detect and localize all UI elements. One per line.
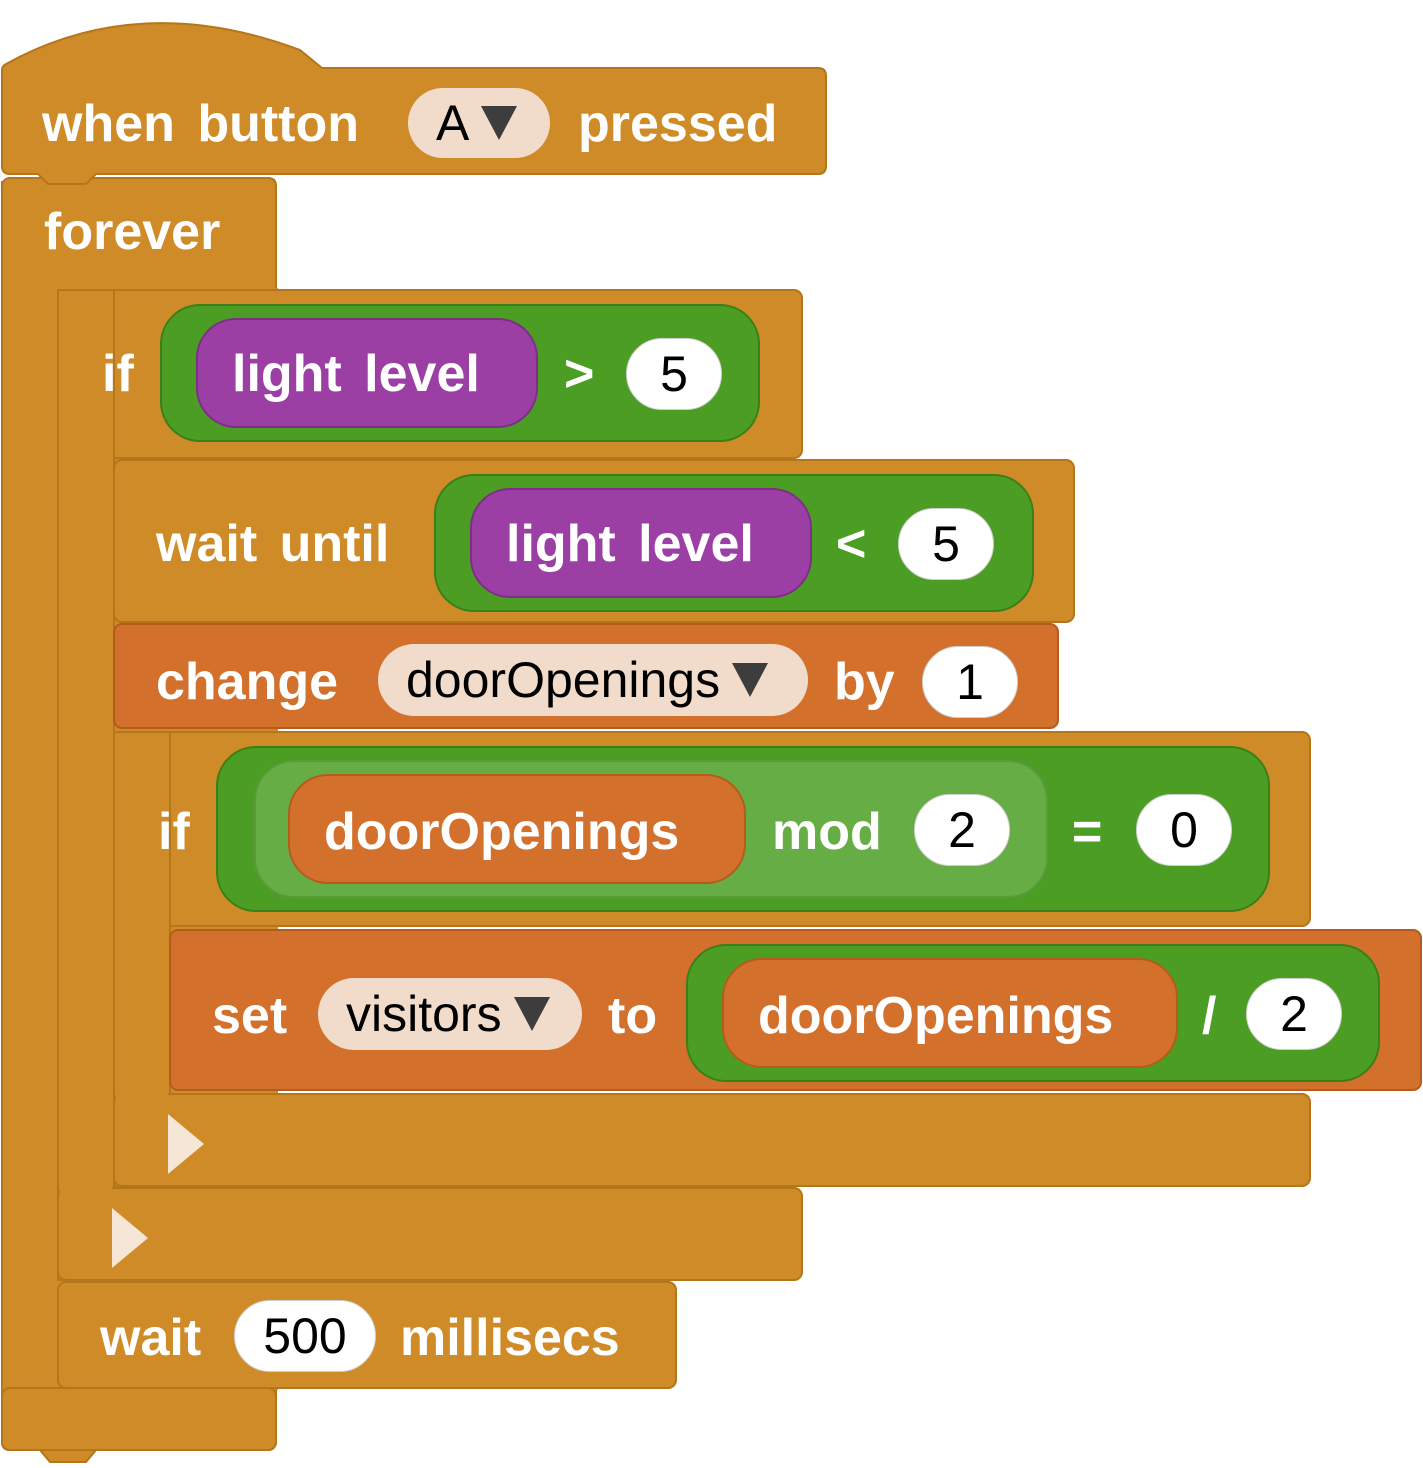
set-operator: / [1202,987,1217,1045]
wait-value-input[interactable]: 500 [234,1300,376,1372]
wait-until-value-input[interactable]: 5 [898,508,994,580]
change-by-label: by [834,653,895,711]
if2-mod-label: mod [772,803,882,861]
set-to-label: to [608,987,658,1045]
button-dropdown-value: A [436,95,470,151]
set-value-input[interactable]: 2 [1246,978,1342,1050]
collapse-arrow-icon[interactable] [112,1208,148,1268]
if2-label: if [158,803,190,861]
dropdown-arrow-icon [732,663,769,697]
if2-operator: = [1072,803,1103,861]
if2-mod-value-input[interactable]: 2 [914,794,1010,866]
change-label: change [156,653,339,711]
if1-operator: > [564,345,595,403]
wait-until-light-level-sensor[interactable] [470,488,812,598]
dropdown-arrow-icon [513,997,550,1031]
change-value-input[interactable]: 1 [922,646,1018,718]
if2-value-input[interactable]: 0 [1136,794,1232,866]
button-dropdown[interactable]: A [408,88,550,158]
set-operand-label: doorOpenings [758,987,1114,1045]
if1-label: if [102,345,134,403]
hat-suffix-label: pressed [578,95,778,153]
wait-label: wait [100,1309,202,1367]
set-operand-reporter[interactable] [722,958,1178,1068]
if1-sensor-label: light level [232,345,480,403]
wait-until-label: wait until [156,515,390,573]
change-variable-value: doorOpenings [406,652,721,708]
if2-variable-label: doorOpenings [324,803,680,861]
if2-variable-reporter[interactable] [288,774,746,884]
forever-label: forever [44,203,221,261]
hat-prefix-label: when button [42,95,360,153]
if1-light-level-sensor[interactable] [196,318,538,428]
wait-until-sensor-label: light level [506,515,754,573]
collapse-arrow-icon[interactable] [168,1114,204,1174]
wait-unit-label: millisecs [400,1309,620,1367]
if1-value-input[interactable]: 5 [626,338,722,410]
wait-until-operator: < [836,515,867,573]
change-variable-dropdown[interactable]: doorOpenings [378,644,808,716]
set-variable-dropdown[interactable]: visitors [318,978,582,1050]
set-label: set [212,987,288,1045]
dropdown-arrow-icon [481,106,518,140]
set-variable-value: visitors [346,986,502,1042]
